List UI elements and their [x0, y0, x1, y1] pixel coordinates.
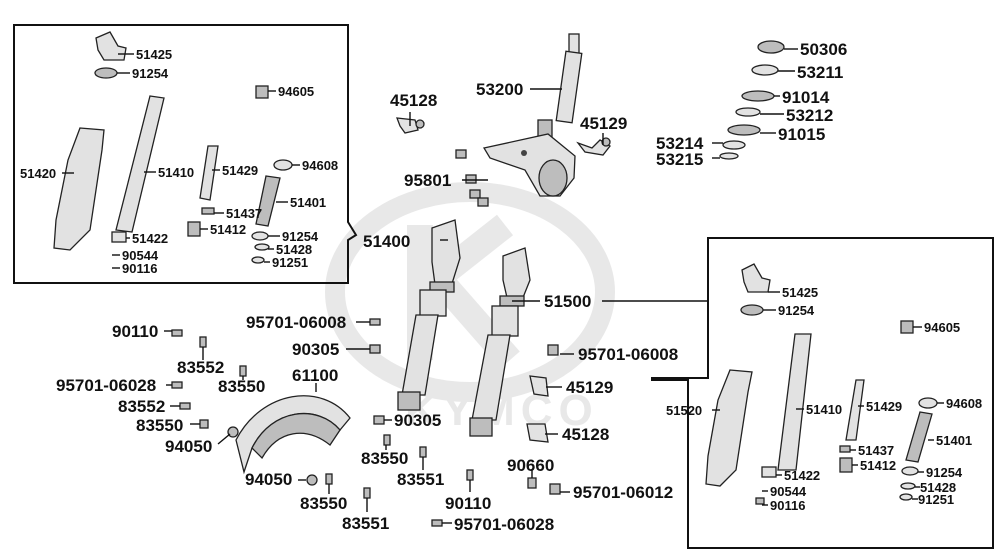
part-label: 90544 [122, 248, 159, 263]
part-label: 51428 [276, 242, 312, 257]
part-label: 91014 [782, 88, 830, 107]
part-label: 94608 [302, 158, 338, 173]
part-label: 83550 [361, 449, 408, 468]
part-label: 51412 [860, 458, 896, 473]
part-label: 51428 [920, 480, 956, 495]
part-label: 91254 [282, 229, 319, 244]
right-inset-frame [651, 237, 994, 549]
part-label: 90116 [122, 261, 157, 276]
part-label: 45128 [562, 425, 609, 444]
part-label: 53212 [786, 106, 833, 125]
part-label: 51437 [858, 443, 894, 458]
part-label: 51410 [806, 402, 842, 417]
part-label: 90116 [770, 498, 805, 513]
fork-leg-51500-part [469, 247, 531, 437]
part-label: 83550 [136, 416, 183, 435]
part-label: 94605 [278, 84, 314, 99]
part-label: 51422 [132, 231, 168, 246]
part-label: 53200 [476, 80, 523, 99]
part-label: 95701-06028 [454, 515, 554, 534]
fork-leg-51400-part [397, 219, 461, 411]
part-label: 83551 [342, 514, 389, 533]
part-label: 91254 [132, 66, 169, 81]
part-label: 95701-06008 [578, 345, 678, 364]
part-label: 51429 [866, 399, 902, 414]
left-inset-frame [13, 24, 358, 284]
part-label: 51500 [544, 292, 591, 311]
part-label: 45128 [390, 91, 437, 110]
part-label: 90305 [394, 411, 441, 430]
part-label: 51412 [210, 222, 246, 237]
part-label: 45129 [580, 114, 627, 133]
part-label: 53211 [797, 63, 843, 82]
part-label: 53214 [656, 134, 704, 153]
part-label: 53215 [656, 150, 703, 169]
part-label: 83550 [218, 377, 265, 396]
part-number-labels: 45128 53200 45129 95801 51400 51500 5030… [20, 40, 982, 534]
part-label: 95701-06008 [246, 313, 346, 332]
steering-stem-part [482, 33, 583, 197]
part-label: 51400 [363, 232, 410, 251]
part-label: 51425 [782, 285, 818, 300]
part-label: 83551 [397, 470, 444, 489]
part-label: 83552 [118, 397, 165, 416]
part-label: 95801 [404, 171, 451, 190]
part-label: 91251 [272, 255, 308, 270]
hardware-screws [171, 318, 561, 527]
leader-lines [62, 48, 944, 524]
part-label: 83550 [300, 494, 347, 513]
part-label: 45129 [566, 378, 613, 397]
part-label: 50306 [800, 40, 847, 59]
part-label: 91254 [778, 303, 815, 318]
part-label: 94050 [165, 437, 212, 456]
part-label: 51401 [936, 433, 972, 448]
part-label: 91254 [926, 465, 963, 480]
part-label: 94605 [924, 320, 960, 335]
part-label: 90660 [507, 456, 554, 475]
part-label: 61100 [292, 366, 338, 385]
part-label: 91251 [918, 492, 954, 507]
part-label: 91015 [778, 125, 825, 144]
right-inset-parts [705, 263, 938, 505]
part-label: 51422 [784, 468, 820, 483]
part-label: 94050 [245, 470, 292, 489]
part-label: 95701-06012 [573, 483, 673, 502]
part-label: 51410 [158, 165, 194, 180]
bearing-stack-part [719, 40, 785, 160]
part-label: 83552 [177, 358, 224, 377]
part-label: 90110 [112, 322, 158, 341]
part-label: 95701-06028 [56, 376, 156, 395]
part-label: 94608 [946, 396, 982, 411]
left-inset-parts [53, 31, 293, 264]
part-label: 51429 [222, 163, 258, 178]
part-label: 90305 [292, 340, 339, 359]
part-label: 51437 [226, 206, 262, 221]
bolts-95801-part [455, 149, 489, 207]
part-label: 51420 [20, 166, 56, 181]
part-label: 51401 [290, 195, 326, 210]
bracket-45128-part [396, 117, 425, 134]
part-label: 51520 [666, 403, 702, 418]
bracket-45129-part [576, 137, 611, 156]
part-label: 51425 [136, 47, 172, 62]
part-label: 90544 [770, 484, 807, 499]
kymco-watermark-logo: KYMCO [325, 182, 615, 435]
part-label: 90110 [445, 494, 491, 513]
front-fender-part [235, 395, 351, 475]
